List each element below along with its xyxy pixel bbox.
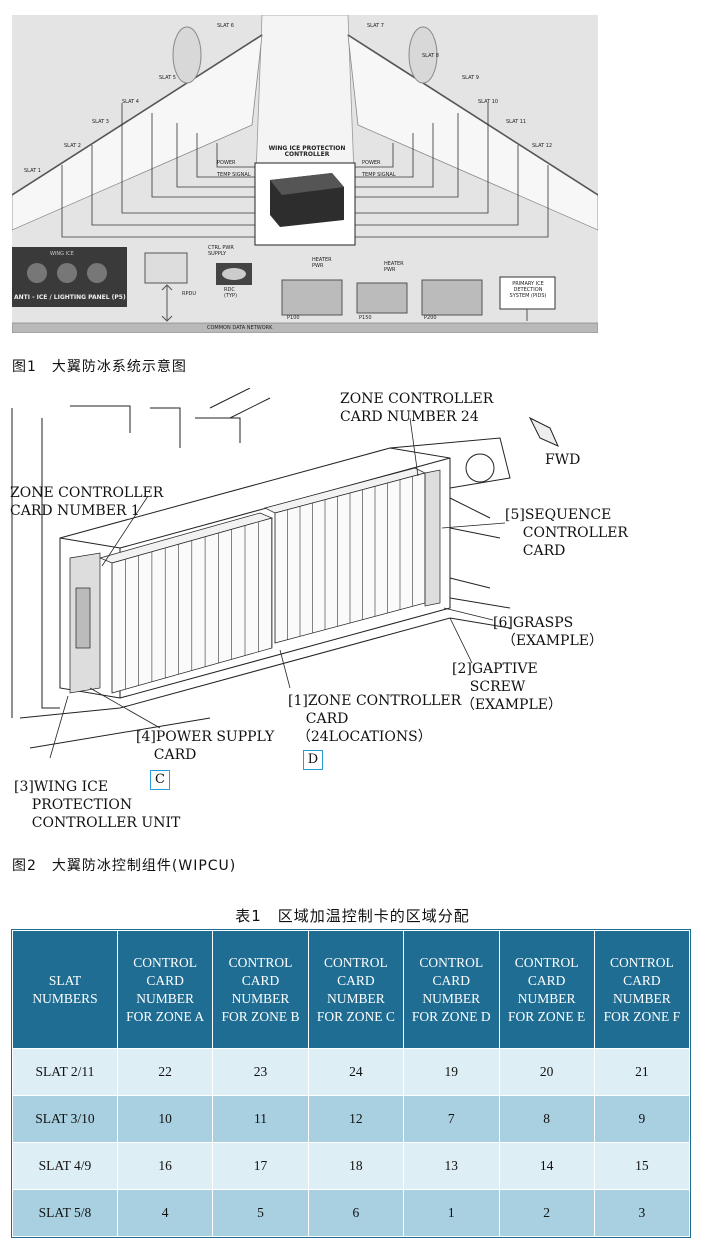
pids-label: PRIMARY ICE DETECTION SYSTEM (PIDS): [509, 281, 547, 299]
slat-label-left: SLAT 5: [159, 75, 176, 81]
header-zone-e: CONTROL CARD NUMBER FOR ZONE E: [498, 930, 595, 1049]
table-row: SLAT 5/8 4 5 6 1 2 3: [12, 1189, 691, 1237]
table-cell: 10: [116, 1095, 214, 1143]
slat-label-right: SLAT 9: [462, 75, 479, 81]
temp-signal-label: TEMP SIGNAL: [362, 172, 396, 178]
temp-signal-label: TEMP SIGNAL: [217, 172, 251, 178]
table-cell: 9: [593, 1095, 691, 1143]
power-supply-card-label: [4]POWER SUPPLY CARD: [136, 729, 275, 763]
slat-label-right: SLAT 12: [532, 143, 553, 149]
table-cell: SLAT 4/9: [12, 1142, 118, 1190]
table-cell: 21: [593, 1048, 691, 1096]
table-cell: 13: [403, 1142, 500, 1190]
table-cell: 23: [212, 1048, 309, 1096]
callout-box-c: C: [150, 770, 170, 790]
table-cell: 24: [307, 1048, 405, 1096]
slat-label-left: SLAT 3: [92, 119, 109, 125]
slat-label-right: SLAT 7: [367, 23, 384, 29]
panel-title: WING ICE: [50, 251, 74, 257]
power-label: POWER: [217, 160, 236, 166]
heater-pwr-label: HEATER PWR: [312, 257, 332, 269]
table-cell: 5: [212, 1189, 309, 1237]
table-title: 表1 区域加温控制卡的区域分配: [235, 907, 470, 925]
zone-assignment-table: SLAT NUMBERS CONTROL CARD NUMBER FOR ZON…: [11, 929, 691, 1238]
p200-label: P200: [424, 315, 437, 321]
table-cell: 16: [116, 1142, 214, 1190]
table-cell: SLAT 5/8: [12, 1189, 118, 1237]
table-cell: 18: [307, 1142, 405, 1190]
table-row: SLAT 3/10 10 11 12 7 8 9: [12, 1095, 691, 1143]
sequence-controller-card-label: [5]SEQUENCE CONTROLLER CARD: [505, 507, 628, 559]
grasps-label: [6]GRASPS （EXAMPLE）: [493, 615, 603, 649]
table-cell: 15: [593, 1142, 691, 1190]
zone-controller-card-24-label: ZONE CONTROLLER CARD NUMBER 24: [340, 391, 494, 425]
table-cell: 22: [116, 1048, 214, 1096]
rdc-label: RDC (TYP): [224, 287, 238, 299]
p100-label: P100: [287, 315, 300, 321]
power-label: POWER: [362, 160, 381, 166]
table-cell: 4: [116, 1189, 214, 1237]
figure-1-caption: 图1 大翼防冰系统示意图: [12, 359, 187, 375]
figure-2-wipcu-diagram: ZONE CONTROLLER CARD NUMBER 24 FWD ZONE …: [10, 388, 700, 838]
slat-label-right: SLAT 11: [506, 119, 527, 125]
wipcu-drawing: [11, 388, 559, 759]
wing-schematic: [12, 15, 598, 333]
table-cell: SLAT 3/10: [12, 1095, 118, 1143]
rpdu-label: RPDU: [182, 291, 196, 297]
table-row: SLAT 2/11 22 23 24 19 20 21: [12, 1048, 691, 1096]
callout-box-d: D: [303, 750, 323, 770]
slat-label-left: SLAT 4: [122, 99, 139, 105]
header-zone-d: CONTROL CARD NUMBER FOR ZONE D: [403, 930, 500, 1049]
slat-label-left: SLAT 1: [24, 168, 41, 174]
header-zone-c: CONTROL CARD NUMBER FOR ZONE C: [307, 930, 405, 1049]
table-header-row: SLAT NUMBERS CONTROL CARD NUMBER FOR ZON…: [12, 930, 691, 1049]
figure-2-caption: 图2 大翼防冰控制组件(WIPCU): [12, 858, 237, 874]
zone-controller-card-1-label: ZONE CONTROLLER CARD NUMBER 1: [10, 485, 164, 519]
header-zone-a: CONTROL CARD NUMBER FOR ZONE A: [116, 930, 214, 1049]
heater-pwr-label: HEATER PWR: [384, 261, 404, 273]
header-slat-numbers: SLAT NUMBERS: [12, 930, 118, 1049]
slat-label-left: SLAT 2: [64, 143, 81, 149]
captive-screw-label: [2]GAPTIVE SCREW （EXAMPLE）: [452, 661, 562, 713]
table-cell: 2: [498, 1189, 595, 1237]
figure-1-wing-ice-diagram: WING ICE PROTECTION CONTROLLER SLAT 1 SL…: [12, 15, 598, 333]
table-cell: 11: [212, 1095, 309, 1143]
slat-label-right: SLAT 8: [422, 53, 439, 59]
slat-label-left: SLAT 6: [217, 23, 234, 29]
table-cell: 20: [498, 1048, 595, 1096]
network-label: COMMON DATA NETWORK: [207, 325, 273, 331]
header-zone-f: CONTROL CARD NUMBER FOR ZONE F: [593, 930, 691, 1049]
table-cell: 12: [307, 1095, 405, 1143]
table-cell: 17: [212, 1142, 309, 1190]
table-cell: 6: [307, 1189, 405, 1237]
header-zone-b: CONTROL CARD NUMBER FOR ZONE B: [212, 930, 309, 1049]
zone-controller-card-label: [1]ZONE CONTROLLER CARD （24LOCATIONS）: [288, 693, 462, 745]
fwd-label: FWD: [545, 452, 581, 468]
controller-title: WING ICE PROTECTION CONTROLLER: [268, 145, 346, 158]
table-row: SLAT 4/9 16 17 18 13 14 15: [12, 1142, 691, 1190]
ctrl-pwr-label: CTRL PWR SUPPLY: [208, 245, 234, 257]
table-cell: 19: [403, 1048, 500, 1096]
table-cell: 3: [593, 1189, 691, 1237]
table-cell: 8: [498, 1095, 595, 1143]
wing-ice-protection-controller-unit-label: [3]WING ICE PROTECTION CONTROLLER UNIT: [14, 779, 181, 831]
slat-label-right: SLAT 10: [478, 99, 499, 105]
panel-label: ANTI - ICE / LIGHTING PANEL (P5): [14, 294, 126, 301]
table-cell: 14: [498, 1142, 595, 1190]
p150-label: P150: [359, 315, 372, 321]
table-cell: SLAT 2/11: [12, 1048, 118, 1096]
table-cell: 7: [403, 1095, 500, 1143]
table-cell: 1: [403, 1189, 500, 1237]
